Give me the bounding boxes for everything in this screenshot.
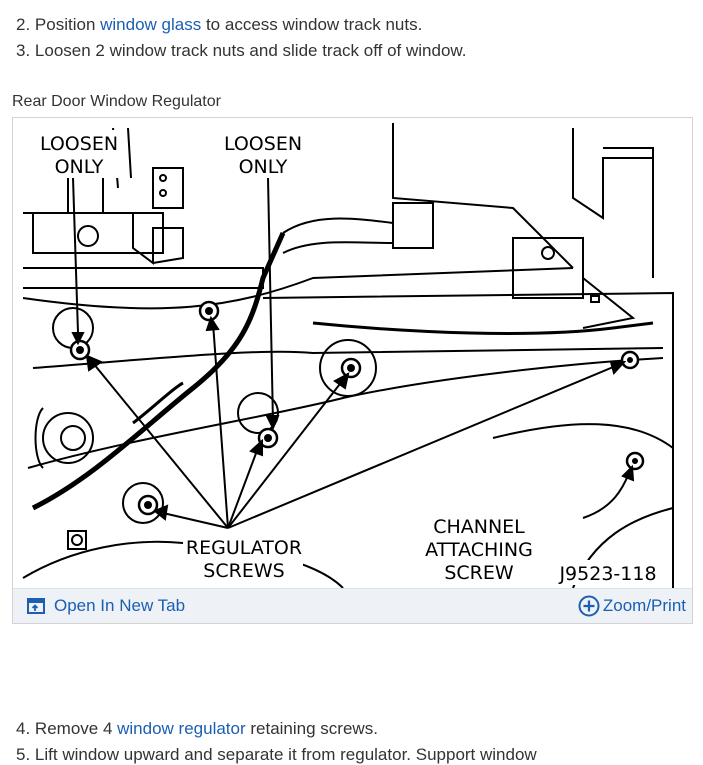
window-regulator-link[interactable]: window regulator (117, 719, 246, 738)
open-in-new-tab-button[interactable]: Open In New Tab (26, 589, 185, 623)
label-channel: CHANNEL (433, 516, 525, 538)
label-loosen-1: LOOSEN (40, 133, 118, 155)
open-in-new-tab-label: Open In New Tab (54, 596, 186, 615)
step-text: Loosen 2 window track nuts and slide tra… (34, 41, 467, 60)
label-regulator: REGULATOR (186, 537, 302, 559)
step-text: Lift window upward and separate it from … (34, 745, 537, 764)
label-screw: SCREW (444, 562, 514, 584)
zoom-print-label: Zoom/Print (602, 596, 686, 615)
figure-caption: Rear Door Window Regulator (12, 93, 221, 110)
label-only-2: ONLY (239, 156, 288, 178)
step-number: 5. (16, 745, 31, 764)
label-only-1: ONLY (55, 156, 104, 178)
figure-card: LOOSEN ONLY LOOSEN ONLY REGULATOR SCREWS… (12, 117, 693, 624)
figure-toolbar: Open In New Tab Zoom/Print (13, 588, 692, 623)
open-new-tab-icon (27, 598, 45, 614)
step-text: Remove 4 (34, 719, 118, 738)
step-3: 3. Loosen 2 window track nuts and slide … (16, 41, 466, 61)
regulator-diagram: LOOSEN ONLY LOOSEN ONLY REGULATOR SCREWS… (22, 123, 674, 588)
step-4: 4. Remove 4 window regulator retaining s… (16, 719, 378, 739)
window-glass-link[interactable]: window glass (100, 15, 202, 34)
step-text: to access window track nuts. (201, 15, 423, 34)
step-number: 4. (16, 719, 31, 738)
label-screws: SCREWS (203, 560, 284, 582)
step-number: 2. (16, 15, 31, 34)
label-loosen-2: LOOSEN (224, 133, 302, 155)
plus-circle-icon (578, 595, 600, 617)
step-2: 2. Position window glass to access windo… (16, 15, 422, 35)
figure-id: J9523-118 (558, 563, 656, 585)
zoom-print-button[interactable]: Zoom/Print (578, 589, 686, 623)
step-text: Position (34, 15, 101, 34)
bracket-outline (23, 212, 184, 265)
label-attaching: ATTACHING (425, 539, 533, 561)
step-number: 3. (16, 41, 31, 60)
step-5: 5. Lift window upward and separate it fr… (16, 745, 537, 765)
step-text: retaining screws. (245, 719, 378, 738)
